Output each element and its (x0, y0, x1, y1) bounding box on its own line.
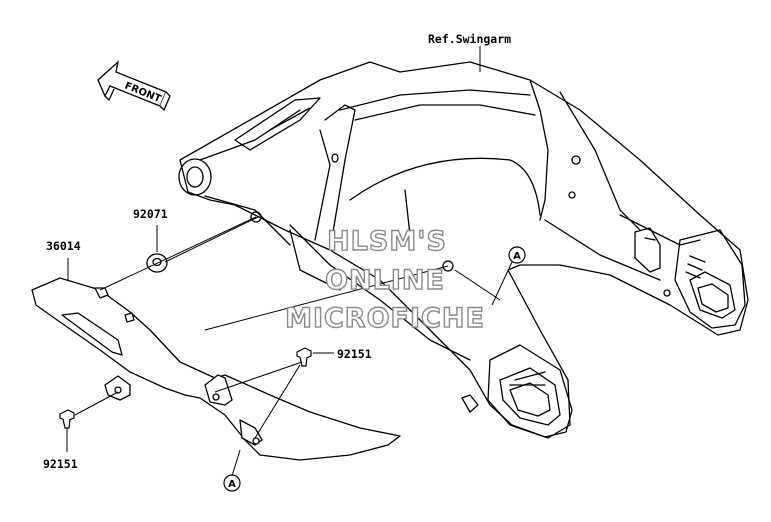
bolt-right (296, 347, 312, 367)
part-number-92071: 92071 (133, 207, 168, 221)
watermark-line-1: HLSM'S (327, 226, 447, 257)
callout-a-upper: A (508, 246, 526, 264)
chain-guard (31, 277, 401, 461)
bolt-left (59, 409, 75, 429)
part-number-36014: 36014 (46, 239, 81, 253)
svg-text:A: A (513, 251, 521, 262)
watermark-line-3: MICROFICHE (285, 303, 485, 334)
watermark-line-2: ONLINE (325, 265, 445, 296)
ref-swingarm-label: Ref.Swingarm (428, 32, 511, 46)
part-number-92151-left: 92151 (43, 457, 78, 471)
front-arrow-icon (97, 60, 171, 112)
callout-a-lower: A (223, 474, 241, 492)
leader-lines (66, 46, 513, 477)
part-number-92151-right: 92151 (337, 347, 372, 361)
swingarm (178, 61, 749, 439)
svg-text:A: A (228, 479, 236, 490)
